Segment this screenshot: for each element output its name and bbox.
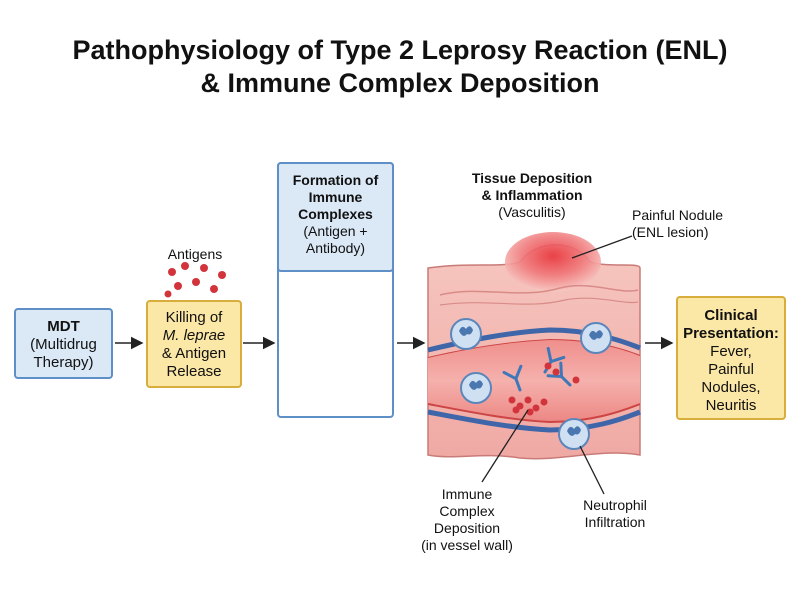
killing-line-1: Killing of bbox=[165, 309, 223, 326]
formation-line-1: (Antigen + bbox=[303, 223, 368, 239]
clinical-heading-2: Presentation: bbox=[683, 325, 779, 342]
killing-line-3: & Antigen bbox=[161, 345, 227, 362]
tissue-line-1: (Vasculitis) bbox=[498, 204, 566, 220]
nodule-line-1: Painful Nodule bbox=[632, 207, 724, 223]
deposition-line-1: Immune bbox=[441, 486, 493, 502]
tissue-heading-2: & Inflammation bbox=[481, 187, 583, 203]
clinical-line-1: Fever, bbox=[710, 343, 752, 360]
nodule-label: Painful Nodule (ENL lesion) bbox=[632, 207, 762, 241]
formation-box: Formation of Immune Complexes (Antigen +… bbox=[277, 162, 394, 272]
tissue-heading-1: Tissue Deposition bbox=[471, 170, 593, 186]
deposition-label: Immune Complex Deposition (in vessel wal… bbox=[402, 486, 532, 554]
clinical-line-2: Painful bbox=[708, 361, 754, 378]
deposition-line-2: Complex bbox=[439, 503, 495, 519]
neutrophil-line-1: Neutrophil bbox=[583, 497, 647, 513]
mdt-box: MDT (Multidrug Therapy) bbox=[14, 308, 113, 379]
neutrophil-label: Neutrophil Infiltration bbox=[560, 497, 670, 531]
clinical-heading-1: Clinical bbox=[704, 307, 758, 324]
formation-line-2: Antibody) bbox=[305, 240, 366, 256]
formation-heading-1: Formation of bbox=[292, 172, 379, 188]
antigens-label: Antigens bbox=[167, 246, 223, 262]
mdt-heading: MDT bbox=[47, 318, 80, 335]
title-line-2: & Immune Complex Deposition bbox=[200, 68, 600, 98]
mdt-line-2: Therapy) bbox=[33, 354, 94, 371]
formation-heading-3: Complexes bbox=[298, 206, 373, 222]
leader-neutrophil bbox=[579, 445, 605, 495]
killing-line-4: Release bbox=[166, 363, 222, 380]
leader-deposition bbox=[481, 409, 529, 483]
neutrophil-line-2: Infiltration bbox=[584, 514, 646, 530]
clinical-box: Clinical Presentation: Fever, Painful No… bbox=[676, 296, 786, 420]
nodule-line-2: (ENL lesion) bbox=[632, 224, 709, 240]
mdt-line-1: (Multidrug bbox=[30, 336, 97, 353]
diagram-title: Pathophysiology of Type 2 Leprosy Reacti… bbox=[0, 34, 800, 100]
deposition-line-4: (in vessel wall) bbox=[421, 537, 513, 553]
title-line-1: Pathophysiology of Type 2 Leprosy Reacti… bbox=[72, 35, 728, 65]
formation-heading-2: Immune bbox=[308, 189, 363, 205]
clinical-line-3: Nodules, bbox=[701, 379, 761, 396]
killing-box: Killing of M. leprae & Antigen Release bbox=[146, 300, 242, 388]
vessel-cross-section bbox=[427, 232, 641, 460]
tissue-heading: Tissue Deposition & Inflammation (Vascul… bbox=[452, 170, 612, 221]
clinical-line-4: Neuritis bbox=[705, 397, 757, 414]
leader-nodule bbox=[571, 235, 633, 259]
deposition-line-3: Deposition bbox=[433, 520, 501, 536]
antigen-dots bbox=[164, 262, 226, 298]
killing-line-2: M. leprae bbox=[162, 327, 226, 344]
